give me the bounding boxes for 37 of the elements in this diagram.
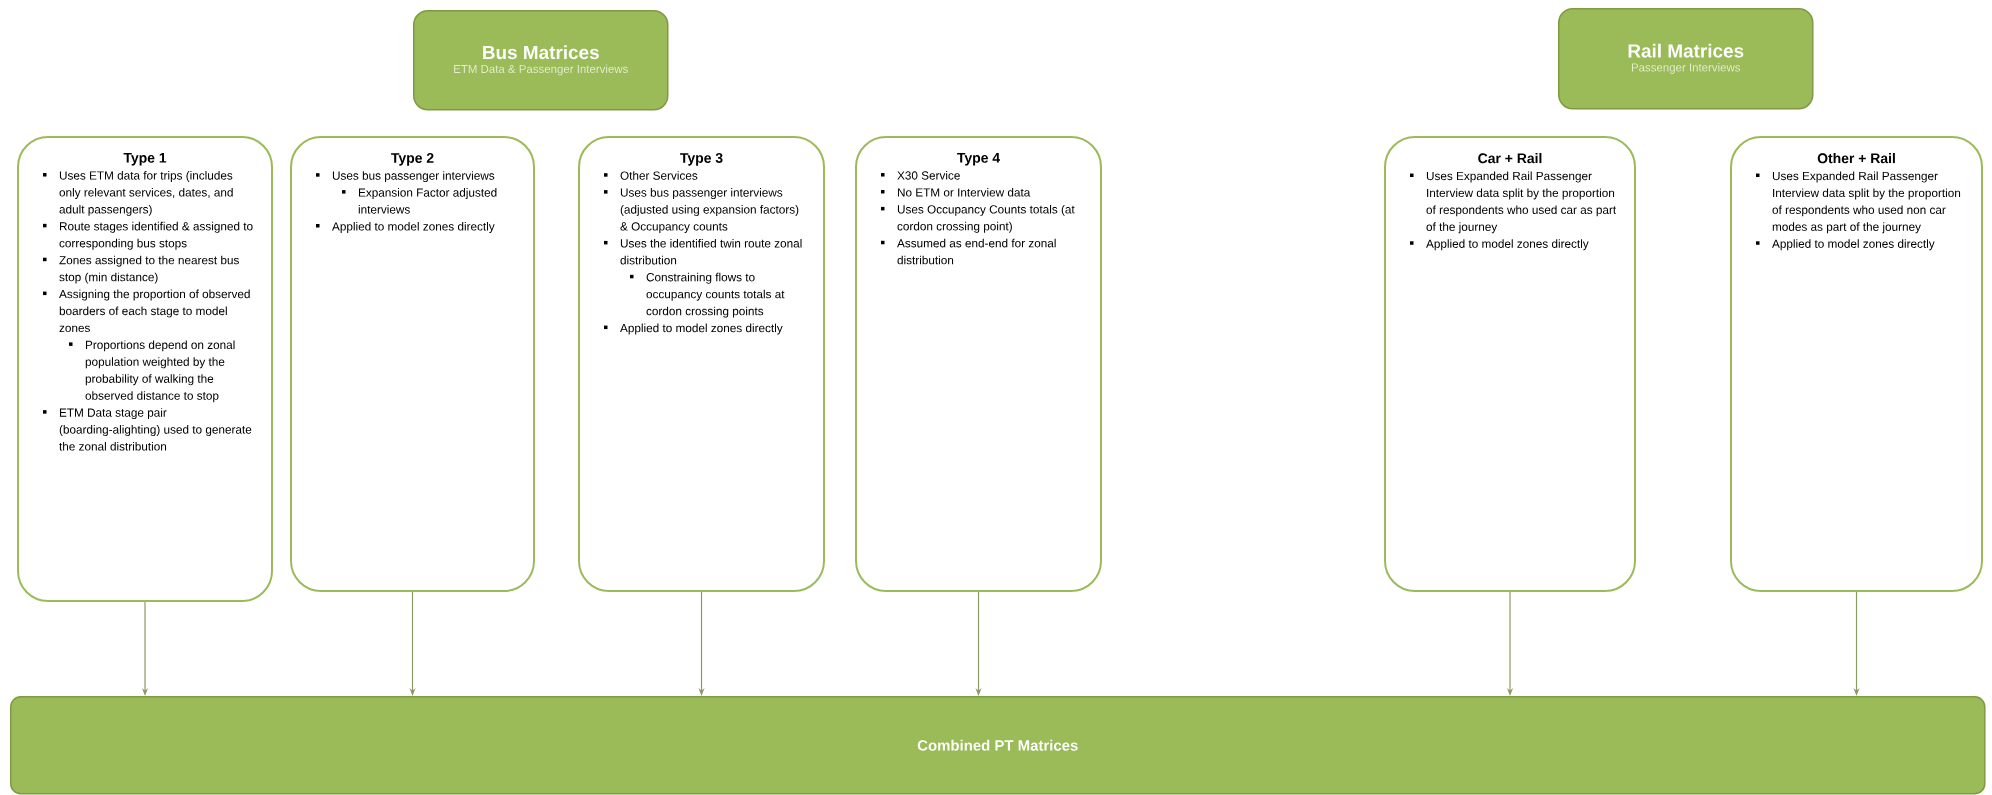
bullet-item: Uses bus passenger interviews (adjusted using expansion factors) & Occupancy counts	[620, 188, 799, 233]
bullet-item: Proportions depend on zonal population weighted by the probability of walking the observed distance to stop	[85, 340, 235, 403]
heading-box: Bus Matrices ETM Data & Passenger Interviews	[413, 10, 669, 111]
type-heading: Type 2	[391, 153, 434, 166]
bullet-item: Applied to model zones directly	[332, 221, 495, 233]
bullet-item: Uses Expanded Rail Passenger Interview data split by the proportion of respondents who used car as part of the journey	[1426, 171, 1617, 234]
type-heading: Type 3	[680, 153, 723, 166]
type-heading: Type 4	[957, 153, 1000, 166]
bullet-item: Expansion Factor adjusted interviews	[358, 188, 497, 214]
type-box	[855, 136, 1102, 592]
bullet-item: Applied to model zones directly	[620, 323, 783, 335]
type-heading: Other + Rail	[1817, 153, 1895, 164]
bullet-item: No ETM or Interview data	[898, 187, 1031, 197]
type-box	[1384, 136, 1636, 592]
heading-box: Rail Matrices Passenger Interviews	[1558, 8, 1814, 110]
bullet-item: ETM Data stage pair (boarding-alighting) used to generate the zonal distribution	[59, 408, 252, 451]
bullet-item: Other Services	[620, 171, 698, 180]
type-heading: Type 1	[123, 153, 167, 166]
type-box	[290, 136, 535, 592]
bullet-item: Uses Expanded Rail Passenger Interview data split by the proportion of respondents who used non car modes as part of the journey	[1772, 171, 1961, 234]
bullet-item: Assigning the proportion of observed boarders of each stage to model zones	[59, 289, 250, 333]
bullet-item: Uses the identified twin route zonal distribution	[620, 238, 802, 265]
type-box	[17, 136, 273, 602]
type-box	[1730, 136, 1983, 592]
bullet-item: Route stages identified & assigned to corresponding bus stops	[59, 221, 253, 250]
bullet-item: X30 Service	[897, 171, 960, 180]
result-bar: Combined PT Matrices	[10, 696, 1986, 795]
bullet-item: Uses bus passenger interviews	[332, 171, 495, 183]
bullet-item: Zones assigned to the nearest bus stop (min distance)	[59, 255, 239, 284]
bullet-item: Applied to model zones directly	[1772, 239, 1935, 251]
bullet-item: Uses Occupancy Counts totals (at cordon crossing point)	[897, 204, 1075, 233]
bullet-item: Constraining flows to occupancy counts totals at cordon crossing points	[646, 272, 785, 318]
bullet-item: Assumed as end-end for zonal distribution	[897, 238, 1056, 265]
type-box	[578, 136, 825, 592]
bullet-item: Applied to model zones directly	[1426, 239, 1589, 251]
bullet-item: Uses ETM data for trips (includes only relevant services, dates, and adult passengers)	[59, 171, 233, 216]
type-heading: Car + Rail	[1478, 153, 1542, 164]
